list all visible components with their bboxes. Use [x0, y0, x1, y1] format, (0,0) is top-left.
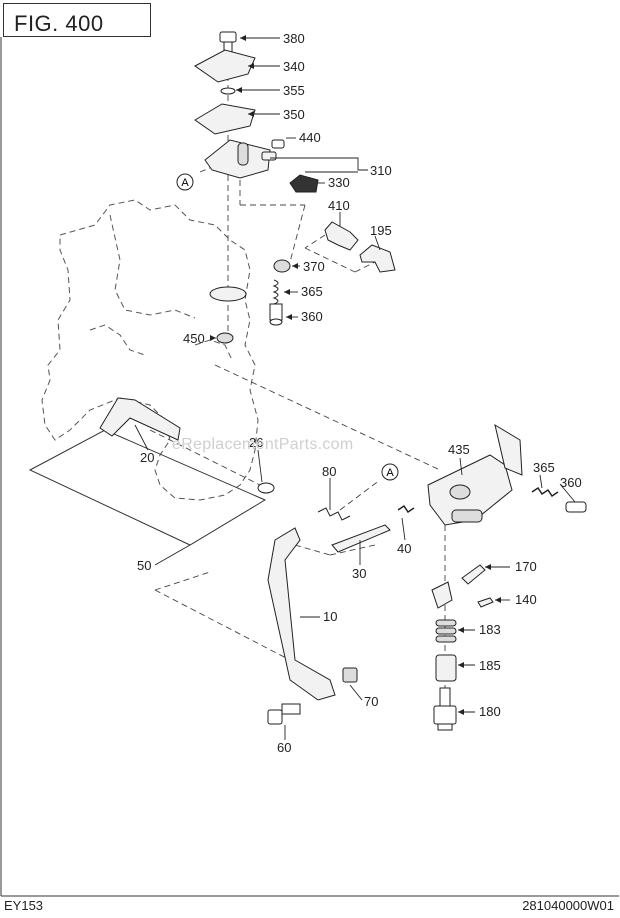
drawing-number: 281040000W01	[522, 898, 614, 913]
label-380: 380	[283, 31, 305, 46]
part-440-screw	[271, 139, 285, 149]
label-440: 440	[299, 130, 321, 145]
label-355: 355	[283, 83, 305, 98]
part-20-rod	[99, 397, 181, 441]
label-183: 183	[479, 622, 501, 637]
part-340-plate	[194, 49, 256, 83]
part-10-lever	[267, 527, 336, 701]
part-380-bolt	[219, 31, 237, 53]
label-360-right: 360	[560, 475, 582, 490]
part-80-spring	[317, 507, 351, 521]
model-label: EY153	[4, 898, 44, 913]
part-lower-bracket	[431, 581, 453, 609]
label-340: 340	[283, 59, 305, 74]
label-26: 26	[249, 435, 263, 450]
label-30: 30	[352, 566, 366, 581]
label-60: 60	[277, 740, 291, 755]
base-plate-outline	[28, 429, 267, 546]
arrowheads	[210, 35, 501, 715]
part-355-washer	[220, 87, 236, 95]
label-195: 195	[370, 223, 392, 238]
part-26-clip	[257, 482, 275, 494]
part-410-bracket	[324, 221, 359, 251]
label-170: 170	[515, 559, 537, 574]
label-180: 180	[479, 704, 501, 719]
reference-marker-a-right: A	[381, 463, 399, 481]
label-20: 20	[140, 450, 154, 465]
leader-lines	[134, 37, 576, 740]
marker-a-right-label: A	[386, 467, 394, 479]
part-350-plate	[194, 103, 256, 135]
label-450: 450	[183, 331, 205, 346]
label-80: 80	[322, 464, 336, 479]
label-360: 360	[301, 309, 323, 324]
part-195-bracket	[359, 244, 396, 273]
part-30-link-rod	[331, 524, 391, 553]
part-360-bolt	[269, 303, 283, 326]
assembly-guide-lines	[149, 55, 446, 700]
part-70-nut	[342, 667, 358, 683]
label-310: 310	[370, 163, 392, 178]
figure-label-box: FIG. 400	[3, 3, 151, 37]
engine-outline	[41, 199, 259, 501]
label-10: 10	[323, 609, 337, 624]
label-140: 140	[515, 592, 537, 607]
label-365: 365	[301, 284, 323, 299]
part-435-assembly	[427, 423, 523, 526]
part-450-washer	[216, 332, 234, 344]
label-435: 435	[448, 442, 470, 457]
label-365-right: 365	[533, 460, 555, 475]
part-170-rod	[461, 564, 486, 585]
label-185: 185	[479, 658, 501, 673]
part-140-pin	[477, 597, 494, 608]
figure-title: FIG. 400	[14, 11, 104, 36]
marker-a-top-label: A	[181, 177, 189, 189]
part-60-bolt	[267, 703, 301, 725]
label-70: 70	[364, 694, 378, 709]
label-410: 410	[328, 198, 350, 213]
part-40-spring	[397, 504, 415, 514]
watermark-text: eReplacementParts.com	[172, 436, 354, 453]
part-185-cylinder	[435, 654, 457, 682]
part-365-spring-right	[531, 486, 559, 498]
part-183-spring	[435, 619, 457, 643]
part-180-bolt	[433, 687, 457, 731]
reference-marker-a-top: A	[176, 173, 194, 191]
part-310-bracket	[204, 139, 277, 179]
part-365-spring	[272, 279, 279, 305]
label-370: 370	[303, 259, 325, 274]
label-350: 350	[283, 107, 305, 122]
part-330-block	[289, 174, 319, 193]
part-360-bolt-right	[565, 501, 587, 513]
label-330: 330	[328, 175, 350, 190]
label-50: 50	[137, 558, 151, 573]
label-40: 40	[397, 541, 411, 556]
part-370-nut	[273, 259, 291, 273]
engine-boss	[209, 286, 247, 302]
